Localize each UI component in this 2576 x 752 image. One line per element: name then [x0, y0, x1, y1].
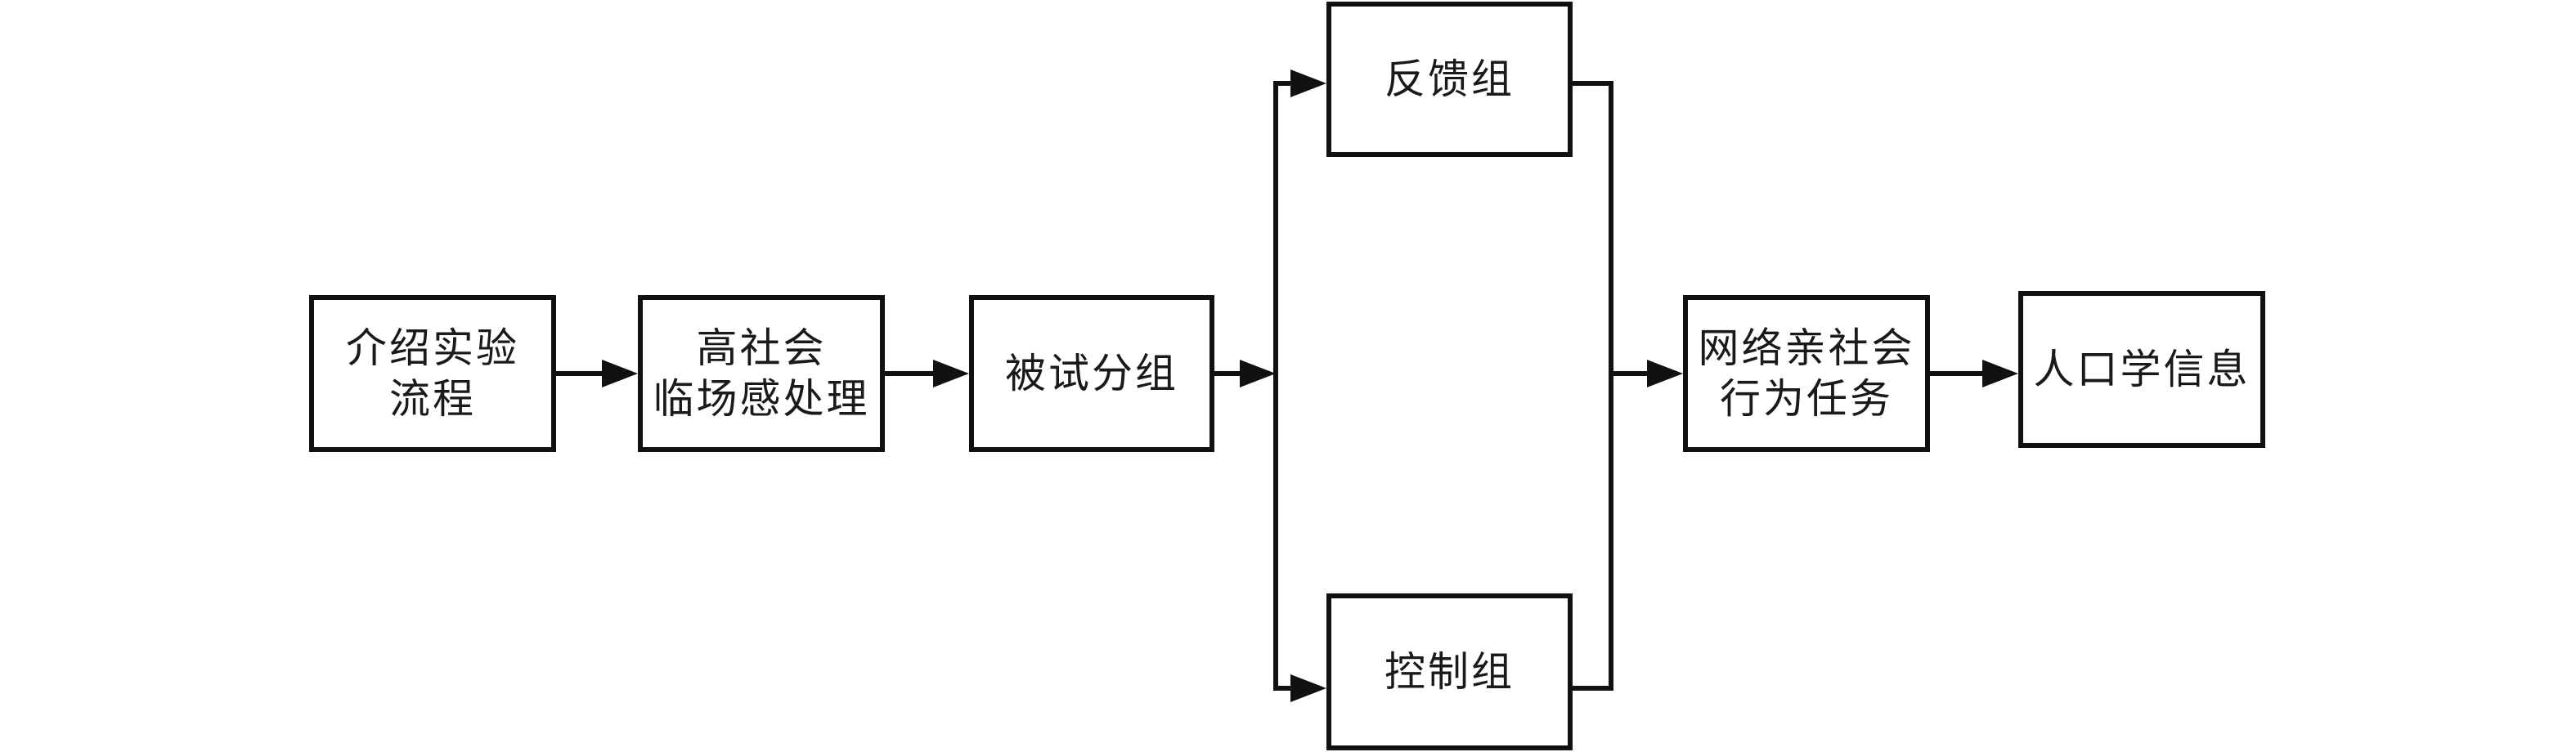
arrowhead-grouping-split	[1240, 360, 1276, 387]
node-control-group: 控制组	[1326, 593, 1573, 750]
split-rail	[1273, 81, 1290, 691]
arrowhead-split-control	[1290, 674, 1326, 702]
node-introduce-procedure: 介绍实验 流程	[309, 295, 556, 452]
arrowhead-split-feedback	[1290, 69, 1326, 97]
node-high-social-presence-treatment: 高社会 临场感处理	[638, 295, 885, 452]
arrowhead-intro-treatment	[602, 360, 638, 387]
arrowhead-task-demographic	[1982, 360, 2018, 387]
node-online-prosocial-behavior-task: 网络亲社会 行为任务	[1683, 295, 1930, 452]
node-feedback-group: 反馈组	[1326, 2, 1573, 157]
merge-rail	[1573, 81, 1613, 691]
arrowhead-merge-task	[1647, 360, 1683, 387]
node-participant-grouping: 被试分组	[969, 295, 1214, 452]
arrowhead-treatment-grouping	[933, 360, 969, 387]
node-demographic-information: 人口学信息	[2018, 291, 2265, 448]
